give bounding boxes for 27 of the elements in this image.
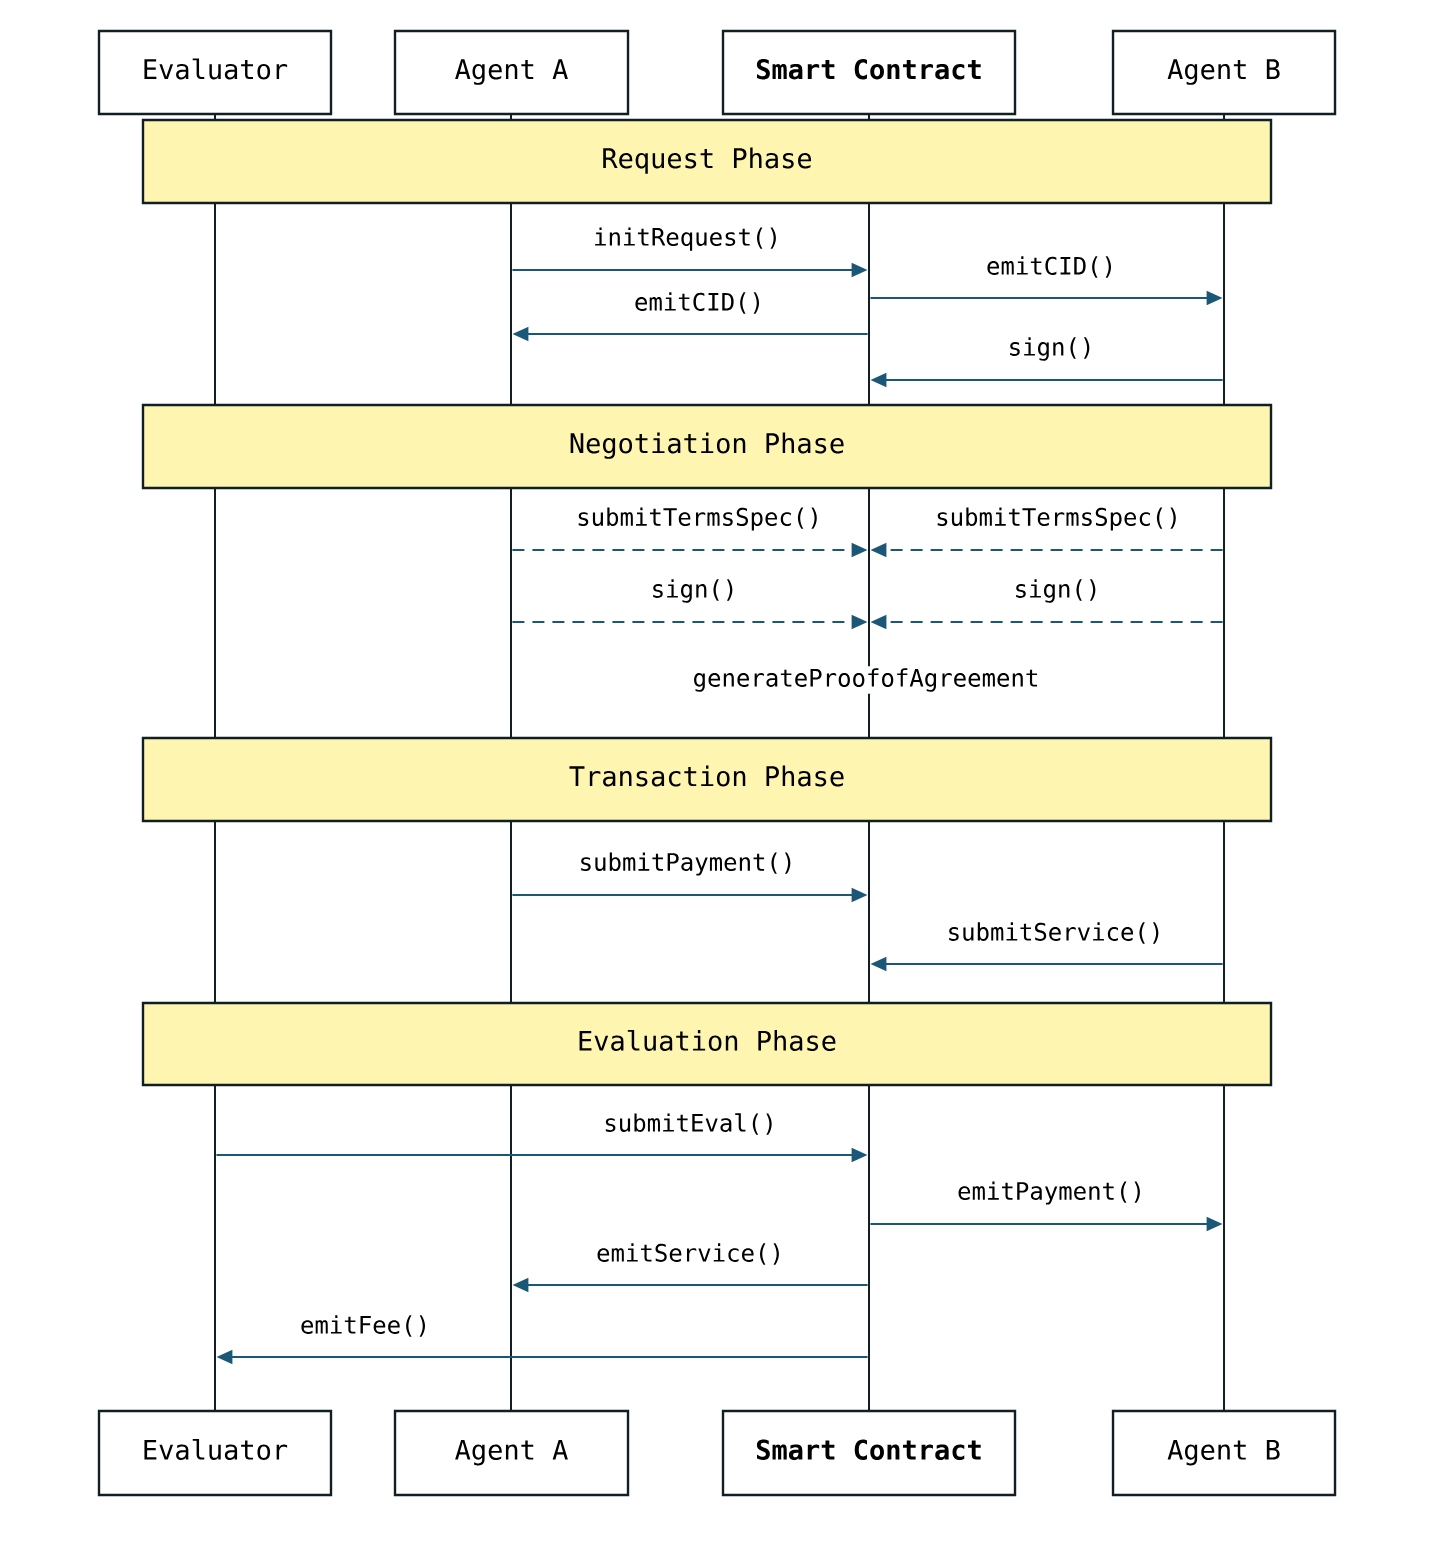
phase-band: Transaction Phase	[141, 736, 1273, 823]
edge-label: emitCID()	[632, 290, 767, 316]
edge-label: sign()	[648, 577, 740, 605]
note-text: generateProofofAgreement	[690, 666, 1042, 694]
participant-box: Evaluator	[97, 29, 333, 116]
phase-band: Request Phase	[141, 118, 1273, 205]
participant-box: Smart Contract	[721, 29, 1017, 116]
edge-label: submitEval()	[601, 1111, 779, 1137]
edge-label: sign()	[1011, 577, 1103, 605]
edge-label: emitFee()	[298, 1313, 433, 1339]
edge-label: submitTermsSpec()	[933, 505, 1183, 533]
edge-label: submitService()	[944, 920, 1166, 946]
edge-label: submitPayment()	[576, 850, 798, 878]
edge-label: submitTermsSpec()	[574, 505, 824, 533]
edge-label: emitPayment()	[955, 1179, 1147, 1207]
participant-box: Evaluator	[97, 1409, 333, 1497]
participant-box: Agent B	[1111, 1409, 1337, 1497]
edge-label: emitCID()	[984, 254, 1119, 280]
phase-band: Evaluation Phase	[141, 1001, 1273, 1087]
phase-band: Negotiation Phase	[141, 403, 1273, 490]
edge-label: emitService()	[594, 1241, 786, 1267]
participant-box: Agent A	[393, 1409, 630, 1497]
participant-box: Smart Contract	[721, 1409, 1017, 1497]
participant-box: Agent B	[1111, 29, 1337, 116]
edge-label: initRequest()	[591, 225, 783, 253]
participant-box: Agent A	[393, 29, 630, 116]
edge-label: sign()	[1005, 335, 1097, 363]
